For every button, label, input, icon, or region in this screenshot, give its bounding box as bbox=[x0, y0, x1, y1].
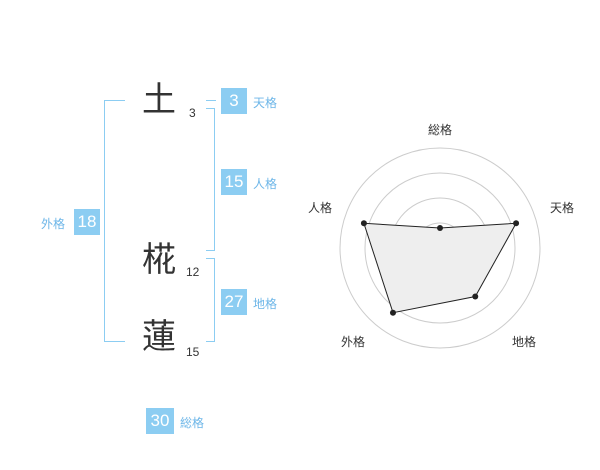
soukaku-badge: 30 bbox=[146, 408, 174, 434]
tenkaku-label: 天格 bbox=[253, 96, 278, 110]
stroke-count-2: 12 bbox=[186, 265, 200, 279]
gaikaku-label: 外格 bbox=[41, 217, 66, 231]
name-char-3: 蓮 bbox=[142, 317, 176, 357]
stroke-count-1: 3 bbox=[189, 106, 196, 120]
tenkaku-bracket-tick bbox=[206, 100, 216, 101]
name-char-1: 土 bbox=[142, 80, 176, 120]
stroke-count-3: 15 bbox=[186, 345, 200, 359]
radar-label-gaikaku: 外格 bbox=[341, 335, 366, 349]
chikaku-label: 地格 bbox=[253, 297, 278, 311]
soukaku-label: 総格 bbox=[180, 416, 205, 430]
radar-point-4 bbox=[360, 220, 367, 227]
radar-points bbox=[360, 220, 520, 316]
gaikaku-badge: 18 bbox=[74, 209, 100, 235]
jinkaku-bracket bbox=[206, 108, 215, 251]
name-char-2: 椛 bbox=[142, 240, 176, 280]
jinkaku-badge: 15 bbox=[221, 169, 247, 195]
chikaku-badge: 27 bbox=[221, 289, 247, 315]
radar-point-0 bbox=[437, 225, 443, 231]
radar-ring bbox=[339, 147, 541, 349]
radar-point-3 bbox=[389, 309, 396, 316]
chikaku-bracket bbox=[206, 258, 215, 342]
jinkaku-label: 人格 bbox=[253, 177, 278, 191]
radar-label-soukaku: 総格 bbox=[428, 123, 453, 137]
tenkaku-badge: 3 bbox=[221, 88, 247, 114]
radar-ring bbox=[364, 172, 516, 324]
radar-point-1 bbox=[513, 220, 520, 227]
radar-point-2 bbox=[472, 293, 479, 300]
radar-label-jinkaku: 人格 bbox=[308, 201, 333, 215]
radar-label-tenkaku: 天格 bbox=[550, 201, 575, 215]
gaikaku-bracket bbox=[104, 100, 125, 342]
radar-shape bbox=[363, 222, 517, 314]
radar-label-chikaku: 地格 bbox=[512, 335, 537, 349]
